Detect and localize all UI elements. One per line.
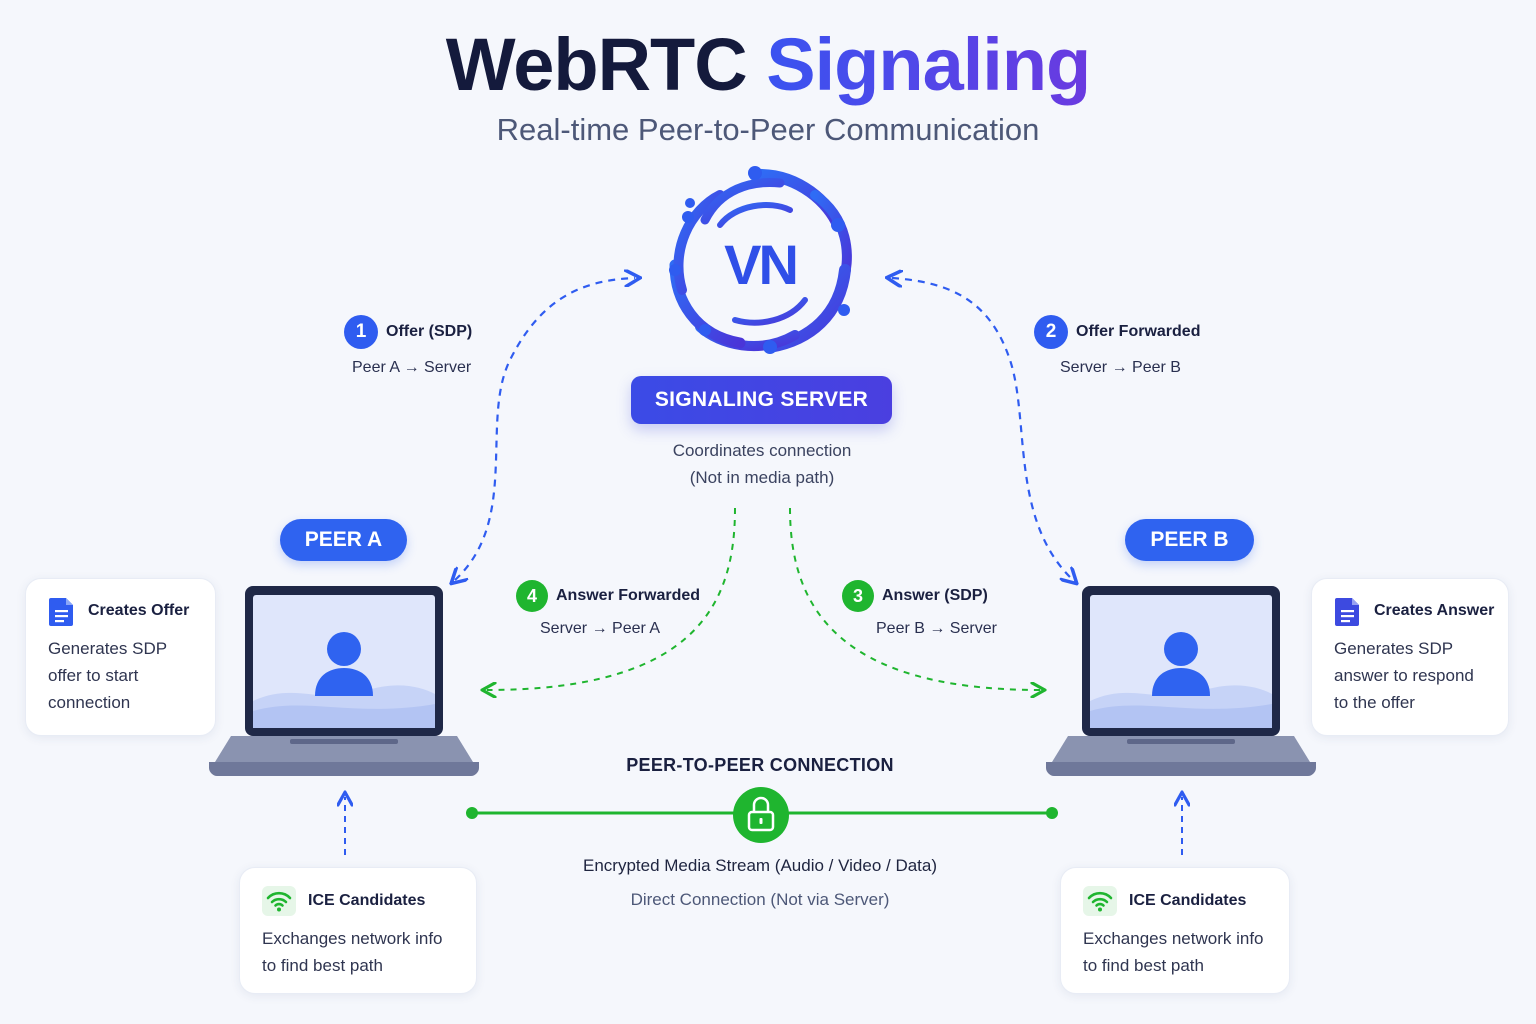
laptop-a-icon	[209, 586, 479, 776]
step-1: 1 Offer (SDP) Peer A → Server	[344, 315, 472, 377]
step-4-title: Answer Forwarded	[556, 587, 701, 604]
ice-b-title: ICE Candidates	[1129, 892, 1247, 909]
document-icon	[1335, 598, 1359, 626]
wifi-icon	[262, 886, 296, 916]
ice-b-line2: to find best path	[1083, 956, 1204, 975]
p2p-direct-note: Direct Connection (Not via Server)	[630, 890, 890, 909]
step-4-badge: 4	[516, 580, 548, 612]
creates-answer-line1: Generates SDP	[1334, 639, 1454, 658]
step-1-title: Offer (SDP)	[386, 323, 473, 340]
answer-arrow-b-to-server	[789, 507, 1040, 690]
step-4: 4 Answer Forwarded Server → Peer A	[516, 580, 700, 638]
creates-offer-card: Creates Offer Generates SDP offer to sta…	[25, 578, 216, 736]
step-3: 3 Answer (SDP) Peer B → Server	[842, 580, 997, 638]
server-description: Coordinates connection (Not in media pat…	[600, 437, 924, 491]
wifi-icon	[1083, 886, 1117, 916]
ice-card-a: ICE Candidates Exchanges network info to…	[239, 867, 477, 994]
signaling-server-label: SIGNALING SERVER	[631, 376, 892, 424]
server-desc-line2: (Not in media path)	[689, 468, 835, 487]
step-3-badge: 3	[842, 580, 874, 612]
step-3-title: Answer (SDP)	[882, 587, 988, 604]
creates-answer-line2: answer to respond	[1334, 666, 1474, 685]
title-webrtc: WebRTC	[445, 23, 748, 106]
title-signaling: Signaling	[766, 23, 1091, 106]
creates-offer-title: Creates Offer	[88, 602, 190, 619]
offer-arrow-a-to-server	[455, 278, 635, 580]
server-desc-line1: Coordinates connection	[672, 441, 852, 460]
step-3-sub: Peer B → Server	[876, 620, 997, 637]
step-2-sub: Server → Peer B	[1060, 359, 1181, 376]
p2p-title: PEER-TO-PEER CONNECTION	[626, 755, 894, 775]
creates-offer-line2: offer to start	[48, 666, 139, 685]
offer-arrow-server-to-b	[892, 278, 1073, 580]
step-1-badge: 1	[344, 315, 378, 349]
creates-offer-line1: Generates SDP	[48, 639, 168, 658]
peer-b-label: PEER B	[1125, 519, 1254, 561]
ice-a-line2: to find best path	[262, 956, 383, 975]
step-2: 2 Offer Forwarded Server → Peer B	[1034, 315, 1200, 377]
p2p-description: Encrypted Media Stream (Audio / Video / …	[582, 856, 938, 875]
ice-a-title: ICE Candidates	[308, 892, 426, 909]
page-title: WebRTC Signaling	[0, 22, 1536, 107]
ice-card-b: ICE Candidates Exchanges network info to…	[1060, 867, 1290, 994]
creates-offer-line3: connection	[48, 693, 131, 712]
server-logo-text: VN	[724, 233, 799, 296]
step-1-sub: Peer A → Server	[352, 359, 472, 376]
ice-b-line1: Exchanges network info	[1083, 929, 1264, 948]
server-logo-icon	[669, 166, 852, 354]
step-2-title: Offer Forwarded	[1076, 323, 1201, 340]
page-subtitle: Real-time Peer-to-Peer Communication	[496, 112, 1040, 147]
creates-answer-card: Creates Answer Generates SDP answer to r…	[1311, 578, 1509, 736]
answer-arrow-server-to-a	[487, 507, 736, 690]
creates-answer-title: Creates Answer	[1374, 602, 1495, 619]
p2p-endpoint-a	[466, 807, 478, 819]
peer-a-label: PEER A	[280, 519, 407, 561]
p2p-endpoint-b	[1046, 807, 1058, 819]
lock-icon	[733, 787, 789, 843]
creates-answer-line3: to the offer	[1334, 693, 1415, 712]
laptop-b-icon	[1046, 586, 1316, 776]
step-4-sub: Server → Peer A	[540, 620, 661, 637]
ice-a-line1: Exchanges network info	[262, 929, 443, 948]
document-icon	[49, 598, 73, 626]
step-2-badge: 2	[1034, 315, 1068, 349]
